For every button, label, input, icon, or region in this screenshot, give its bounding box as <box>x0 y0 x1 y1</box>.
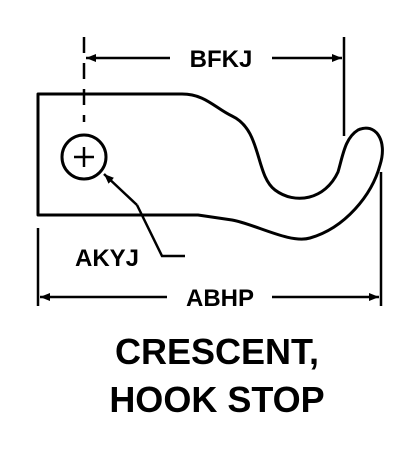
bottom-dimension-label: ABHP <box>186 285 254 312</box>
caption-line-1: CRESCENT, <box>115 331 319 372</box>
top-dimension-label: BFKJ <box>190 46 253 73</box>
caption-line-2: HOOK STOP <box>109 379 324 420</box>
hole-dimension-label: AKYJ <box>75 245 139 272</box>
hole-leader-line <box>135 204 185 258</box>
hook-stop-outline <box>36 92 384 241</box>
mounting-hole <box>60 133 108 181</box>
hole-leader-arrow <box>103 173 138 206</box>
